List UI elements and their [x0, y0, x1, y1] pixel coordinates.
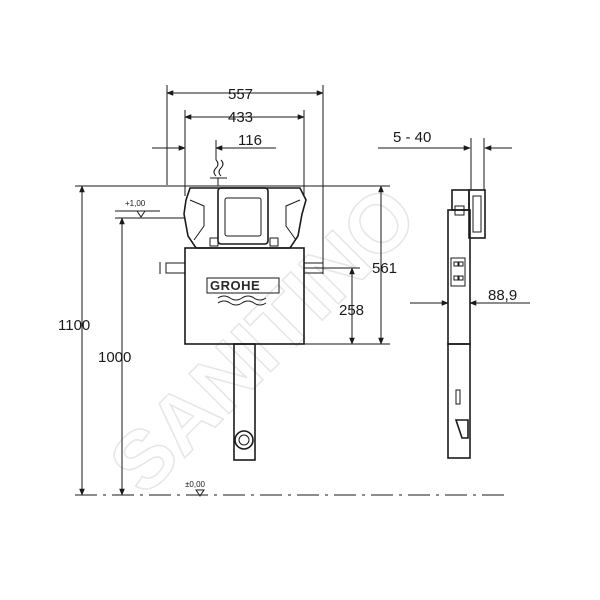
level-floor-label: ±0,00: [185, 480, 206, 489]
dim-1100-label: 1100: [58, 317, 90, 334]
watermark-text: SANITINO: [93, 169, 434, 510]
level-top-marker: [136, 210, 146, 218]
side-flush-plate-inner: [472, 195, 482, 233]
dim-5-40-label: 5 - 40: [393, 129, 431, 146]
dim-557-label: 557: [228, 86, 253, 103]
cover-right-detail: [285, 199, 301, 241]
brand-wave-1: [217, 295, 267, 301]
dim-88-9-label: 88,9: [488, 287, 517, 304]
side-pipe-slot: [455, 389, 461, 405]
cover-clip-left: [209, 237, 219, 247]
bracket-left: [165, 262, 186, 274]
level-top-label: +1,00: [125, 199, 146, 208]
watermark: SANITINO: [92, 169, 435, 512]
dim-433-label: 433: [228, 109, 253, 126]
cover-left-detail: [189, 199, 205, 241]
outlet-pipe: [233, 343, 256, 461]
outlet-ring-inner: [238, 434, 250, 446]
cover-clip-right: [269, 237, 279, 247]
side-flush-plate: [468, 189, 486, 239]
outlet-ring-outer: [234, 430, 254, 450]
side-valve-detail-2: [458, 261, 464, 267]
dim-1000-label: 1000: [98, 349, 131, 366]
dim-258-label: 258: [339, 302, 364, 319]
side-pipe: [447, 343, 471, 459]
brand-logo: GROHE: [210, 278, 260, 293]
side-pipe-outlet: [454, 419, 469, 439]
cistern-top-cover: [183, 187, 307, 249]
side-valve-detail-4: [458, 275, 464, 281]
dim-561-label: 561: [372, 260, 397, 277]
level-floor-marker: [195, 489, 205, 497]
dim-116-label: 116: [238, 132, 262, 149]
side-valve-detail-1: [453, 261, 459, 267]
flush-plate-opening: [224, 197, 262, 237]
brand-logo-frame: [206, 277, 280, 294]
side-valve-detail-3: [453, 275, 459, 281]
brand-wave-2: [217, 300, 267, 306]
side-valve: [450, 257, 466, 287]
water-supply-icon: [210, 159, 227, 186]
side-view: 5 - 40 88,9: [378, 129, 530, 459]
flush-plate-frame: [217, 187, 269, 245]
front-view: 557 433 116 +1,00: [58, 85, 510, 497]
